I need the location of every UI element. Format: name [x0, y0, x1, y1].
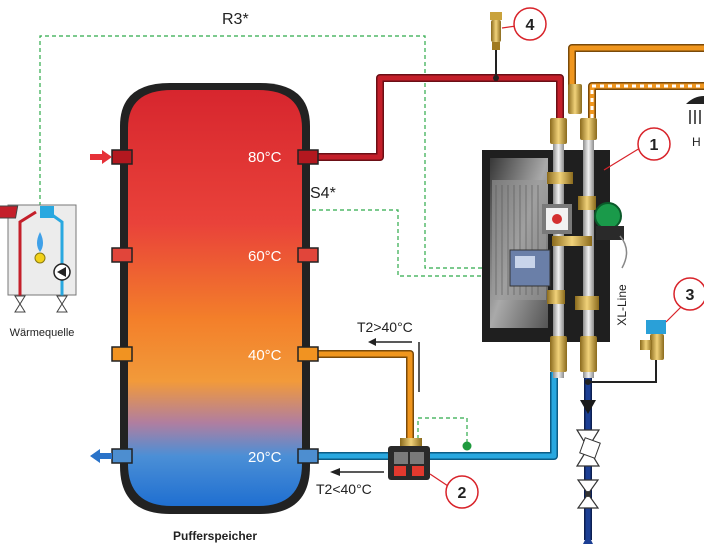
shutoff-valve-icon — [576, 479, 600, 509]
temp-label-60: 60°C — [248, 248, 282, 265]
temp-label-80: 80°C — [248, 149, 282, 166]
safety-valve-line — [588, 360, 657, 383]
s4-control-line — [305, 209, 515, 277]
safety-valve-icon — [640, 320, 666, 360]
callout-1-number: 1 — [650, 137, 659, 154]
r3-control-line — [39, 35, 515, 269]
callout-1: 1 — [603, 127, 671, 171]
callout-3: 3 — [665, 277, 704, 323]
callout-2-number: 2 — [458, 485, 467, 502]
supply-flow-arrow — [580, 400, 596, 414]
callout-3-number: 3 — [686, 287, 695, 304]
xl-line-station — [482, 84, 628, 378]
t2-hot-label: T2>40°C — [357, 319, 413, 335]
t2-cold-label: T2<40°C — [316, 481, 372, 497]
s4-label: S4* — [310, 185, 336, 202]
t2-sensor-dot — [462, 441, 472, 451]
buffer-label: Pufferspeicher — [173, 529, 257, 543]
buffer-tank — [111, 83, 319, 514]
callout-4-number: 4 — [526, 17, 535, 34]
circulation-pipe — [588, 82, 704, 118]
callout-2: 2 — [429, 473, 479, 509]
flame-icon — [34, 232, 46, 264]
callout-4: 4 — [501, 7, 547, 41]
pump-icon — [53, 263, 71, 281]
flow-arrow-hot — [368, 338, 420, 392]
hot-pipe — [306, 74, 564, 161]
mixing-valve-icon — [388, 438, 430, 480]
station-pump-icon — [594, 202, 624, 240]
temp-label-40: 40°C — [248, 347, 282, 364]
air-vent-icon — [490, 12, 502, 50]
heat-source — [0, 204, 77, 313]
warm-pipe — [310, 350, 414, 448]
xl-line-label: XL-Line — [615, 284, 629, 326]
control-lines — [39, 35, 515, 446]
h-fragment-label: H — [692, 135, 701, 149]
t2-control-line — [417, 417, 468, 446]
temp-label-20: 20°C — [248, 449, 282, 466]
inlet-arrow-icon — [90, 150, 112, 164]
heat-source-label: Wärmequelle — [10, 327, 75, 339]
inflow-arrow — [583, 534, 593, 544]
shower-icon — [686, 96, 704, 124]
r3-label: R3* — [222, 11, 249, 28]
flow-arrow-cold — [330, 468, 384, 476]
cold-pipe — [310, 372, 558, 460]
outlet-arrow-icon — [90, 449, 112, 463]
vent-junction — [493, 75, 499, 81]
source-valves — [14, 295, 68, 313]
safety-junction — [585, 379, 591, 385]
check-valve-icon — [575, 429, 601, 467]
